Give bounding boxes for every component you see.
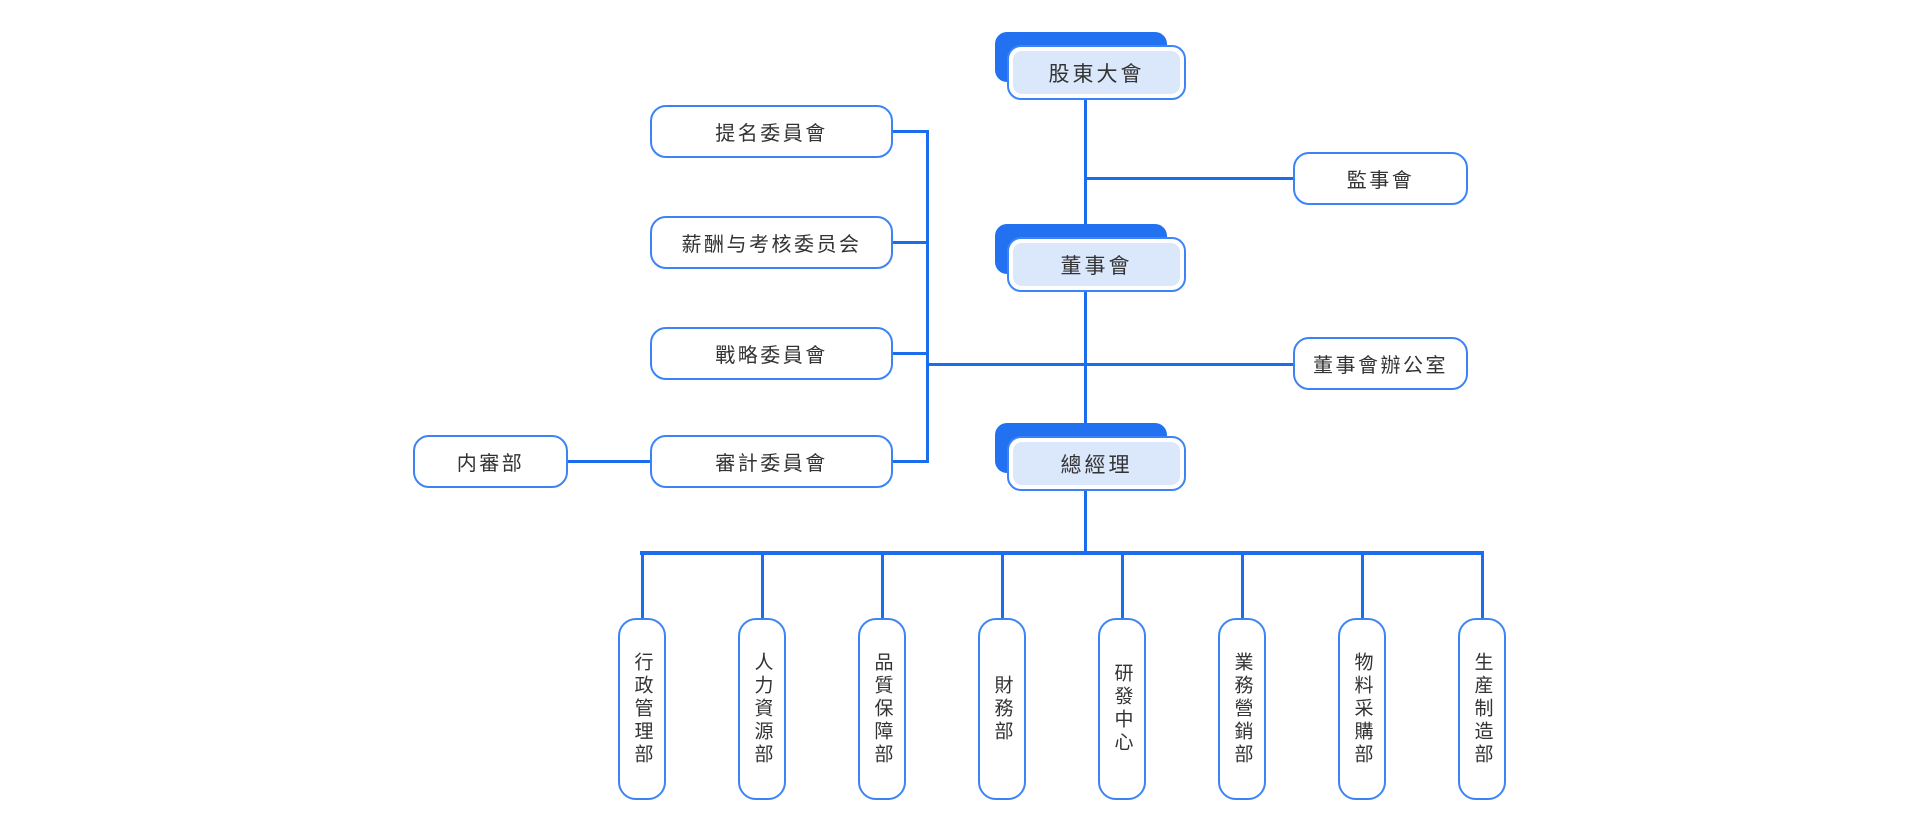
- node-face: 董事會: [1007, 237, 1186, 292]
- node-face: 總經理: [1007, 436, 1186, 491]
- node-dept-quality-assurance[interactable]: 品質保障部: [858, 618, 906, 800]
- connector-drop-7: [1361, 553, 1364, 618]
- node-compensation-assessment-committee[interactable]: 薪酬与考核委员会: [650, 216, 893, 269]
- node-dept-finance[interactable]: 財務部: [978, 618, 1026, 800]
- connector-distribution-bar: [640, 551, 1484, 555]
- node-label: 研發中心: [1111, 663, 1134, 755]
- connector-drop-8: [1481, 553, 1484, 618]
- connector-drop-4: [1001, 553, 1004, 618]
- node-dept-material-procurement[interactable]: 物料采購部: [1338, 618, 1386, 800]
- node-dept-business-marketing[interactable]: 業務營銷部: [1218, 618, 1266, 800]
- node-label: 戰略委員會: [715, 343, 828, 367]
- node-label: 提名委員會: [715, 121, 828, 145]
- node-label: 總經理: [1013, 442, 1180, 485]
- connector-stub-compensation: [893, 241, 929, 244]
- node-supervisory-board[interactable]: 監事會: [1293, 152, 1468, 205]
- node-label: 行政管理部: [631, 651, 654, 767]
- node-label: 薪酬与考核委员会: [681, 232, 862, 256]
- node-dept-human-resources[interactable]: 人力資源部: [738, 618, 786, 800]
- node-board-of-directors[interactable]: 董事會: [995, 224, 1189, 292]
- node-strategy-committee[interactable]: 戰略委員會: [650, 327, 893, 380]
- node-label: 業務營銷部: [1231, 651, 1254, 767]
- node-audit-committee[interactable]: 審計委員會: [650, 435, 893, 488]
- connector-board-office: [926, 363, 1293, 366]
- connector-internal-audit: [566, 460, 652, 463]
- connector-supervisory-board: [1085, 177, 1293, 180]
- connector-gm-departments: [1084, 485, 1087, 555]
- node-label: 品質保障部: [871, 651, 894, 767]
- node-label: 監事會: [1346, 168, 1415, 192]
- node-internal-audit-dept[interactable]: 内審部: [413, 435, 568, 488]
- node-dept-rnd-center[interactable]: 研發中心: [1098, 618, 1146, 800]
- connector-drop-1: [641, 553, 644, 618]
- node-label: 董事會: [1013, 243, 1180, 286]
- node-label: 人力資源部: [751, 651, 774, 767]
- connector-stub-strategy: [893, 352, 929, 355]
- node-board-office[interactable]: 董事會辦公室: [1293, 337, 1468, 390]
- connector-stub-audit: [893, 460, 929, 463]
- node-dept-administration[interactable]: 行政管理部: [618, 618, 666, 800]
- node-face: 股東大會: [1007, 45, 1186, 100]
- node-label: 審計委員會: [715, 451, 828, 475]
- connector-stub-nomination: [893, 130, 929, 133]
- node-label: 物料采購部: [1351, 651, 1374, 767]
- connector-drop-3: [881, 553, 884, 618]
- node-label: 董事會辦公室: [1313, 353, 1448, 377]
- node-label: 股東大會: [1013, 51, 1180, 94]
- connector-drop-6: [1241, 553, 1244, 618]
- node-general-manager[interactable]: 總經理: [995, 423, 1189, 491]
- node-nomination-committee[interactable]: 提名委員會: [650, 105, 893, 158]
- node-dept-production-manufacturing[interactable]: 生産制造部: [1458, 618, 1506, 800]
- connector-drop-2: [761, 553, 764, 618]
- connector-drop-5: [1121, 553, 1124, 618]
- node-label: 財務部: [991, 674, 1014, 744]
- node-shareholders-meeting[interactable]: 股東大會: [995, 32, 1189, 100]
- connector-shareholders-board: [1084, 95, 1087, 235]
- node-label: 内審部: [456, 451, 525, 475]
- connector-committee-bus: [926, 130, 929, 463]
- node-label: 生産制造部: [1471, 651, 1494, 767]
